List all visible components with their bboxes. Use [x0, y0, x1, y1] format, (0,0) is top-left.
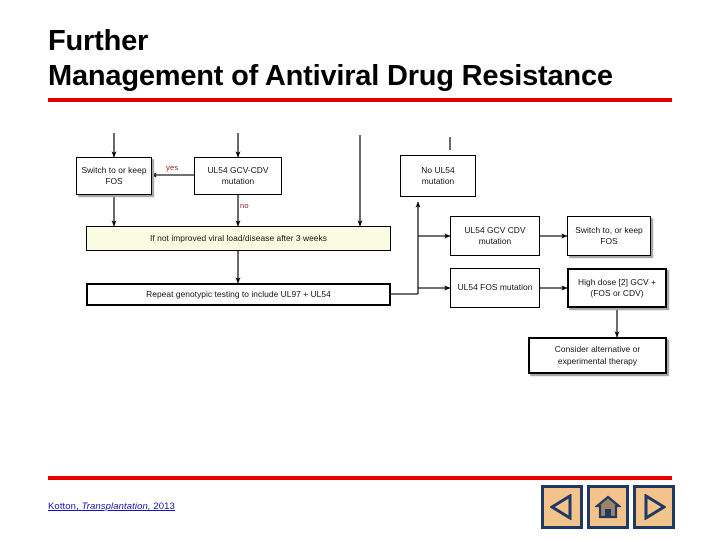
slide-navigation [541, 485, 675, 529]
node-label: If not improved viral load/disease after… [150, 232, 327, 243]
node-label: UL54 GCV CDV mutation [464, 224, 526, 246]
home-button[interactable] [587, 485, 629, 529]
page-title-line-1: Further [48, 25, 149, 57]
edge-label-no: no [240, 201, 249, 210]
citation-journal: Transplantation, [81, 501, 151, 512]
footer-divider-rule [48, 476, 672, 480]
triangle-left-icon [550, 494, 574, 520]
node-label: Switch to, or keep FOS [575, 224, 643, 246]
page-title: Further Management of Antiviral Drug Res… [48, 24, 696, 94]
node-ul54-fos-right[interactable]: UL54 FOS mutation [450, 268, 540, 308]
node-label: UL54 GCV-CDV mutation [207, 164, 269, 186]
title-divider-rule [48, 98, 672, 102]
node-ul54-gcv-cdv-right[interactable]: UL54 GCV CDV mutation [450, 216, 540, 256]
node-label: High dose [2] GCV + (FOS or CDV) [578, 276, 656, 298]
node-ul54-gcv-cdv-top[interactable]: UL54 GCV-CDV mutation [194, 157, 282, 195]
node-label: Repeat genotypic testing to include UL97… [146, 288, 331, 299]
house-icon [595, 494, 621, 520]
node-repeat-genotypic-testing[interactable]: Repeat genotypic testing to include UL97… [86, 283, 391, 306]
node-label: Switch to or keep FOS [81, 164, 147, 186]
node-high-dose-gcv[interactable]: High dose [2] GCV + (FOS or CDV) [567, 268, 667, 308]
edge-label-yes: yes [166, 163, 179, 172]
node-if-not-improved[interactable]: If not improved viral load/disease after… [86, 226, 391, 251]
triangle-right-icon [642, 494, 666, 520]
citation-link[interactable]: Kotton, Transplantation, 2013 [48, 501, 175, 512]
node-switch-keep-fos-top[interactable]: Switch to or keep FOS [76, 157, 152, 195]
citation-author: Kotton, [48, 501, 79, 512]
next-slide-button[interactable] [633, 485, 675, 529]
node-switch-keep-fos-right[interactable]: Switch to, or keep FOS [567, 216, 651, 256]
node-label: UL54 FOS mutation [457, 282, 533, 293]
citation-year: 2013 [153, 501, 175, 512]
page-title-line-2: Management of Antiviral Drug Resistance [48, 60, 613, 93]
node-no-ul54-mutation[interactable]: No UL54 mutation [400, 155, 476, 197]
node-consider-alternative-therapy[interactable]: Consider alternative or experimental the… [528, 337, 667, 374]
node-label: No UL54 mutation [421, 164, 455, 186]
previous-slide-button[interactable] [541, 485, 583, 529]
node-label: Consider alternative or experimental the… [554, 344, 641, 366]
